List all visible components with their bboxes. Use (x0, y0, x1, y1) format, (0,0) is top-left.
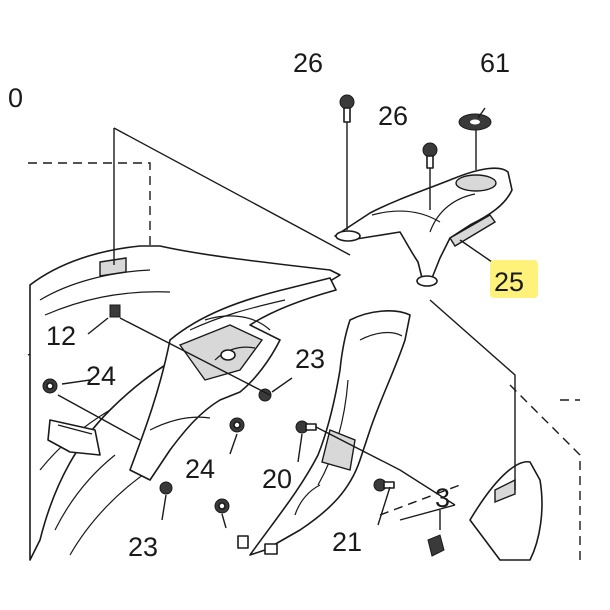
grab-bar-25 (334, 167, 513, 287)
callout-23-bottom: 23 (128, 532, 158, 562)
callout-24-center: 24 (185, 454, 215, 484)
callout-0-partial: 0 (8, 83, 23, 113)
screw-23-b (159, 481, 173, 495)
callout-24-left: 24 (86, 361, 116, 391)
callout-23-right: 23 (295, 344, 325, 374)
callout-26-top: 26 (293, 48, 323, 78)
callout-3: 3 (435, 483, 450, 513)
callout-61: 61 (480, 48, 510, 78)
leader-lines (57, 107, 516, 530)
bolt-26-b (422, 142, 438, 169)
lower-cover-right (469, 460, 543, 561)
seat-rail-assembly (129, 277, 337, 481)
screw-23-a (258, 388, 272, 402)
callout-26-mid: 26 (378, 101, 408, 131)
callout-21: 21 (332, 527, 362, 557)
callout-12: 12 (46, 321, 76, 351)
fasteners (42, 304, 445, 557)
grommet-61 (458, 113, 492, 131)
highlight-25 (490, 260, 538, 298)
bolt-26-a (339, 94, 355, 123)
left-bracket (47, 419, 101, 456)
clip-12 (109, 304, 121, 318)
callout-20: 20 (262, 464, 292, 494)
callout-labels: 26 61 26 25 12 24 23 24 20 23 21 3 0 (8, 48, 524, 562)
callout-25: 25 (494, 267, 524, 297)
clip-3 (427, 534, 445, 557)
